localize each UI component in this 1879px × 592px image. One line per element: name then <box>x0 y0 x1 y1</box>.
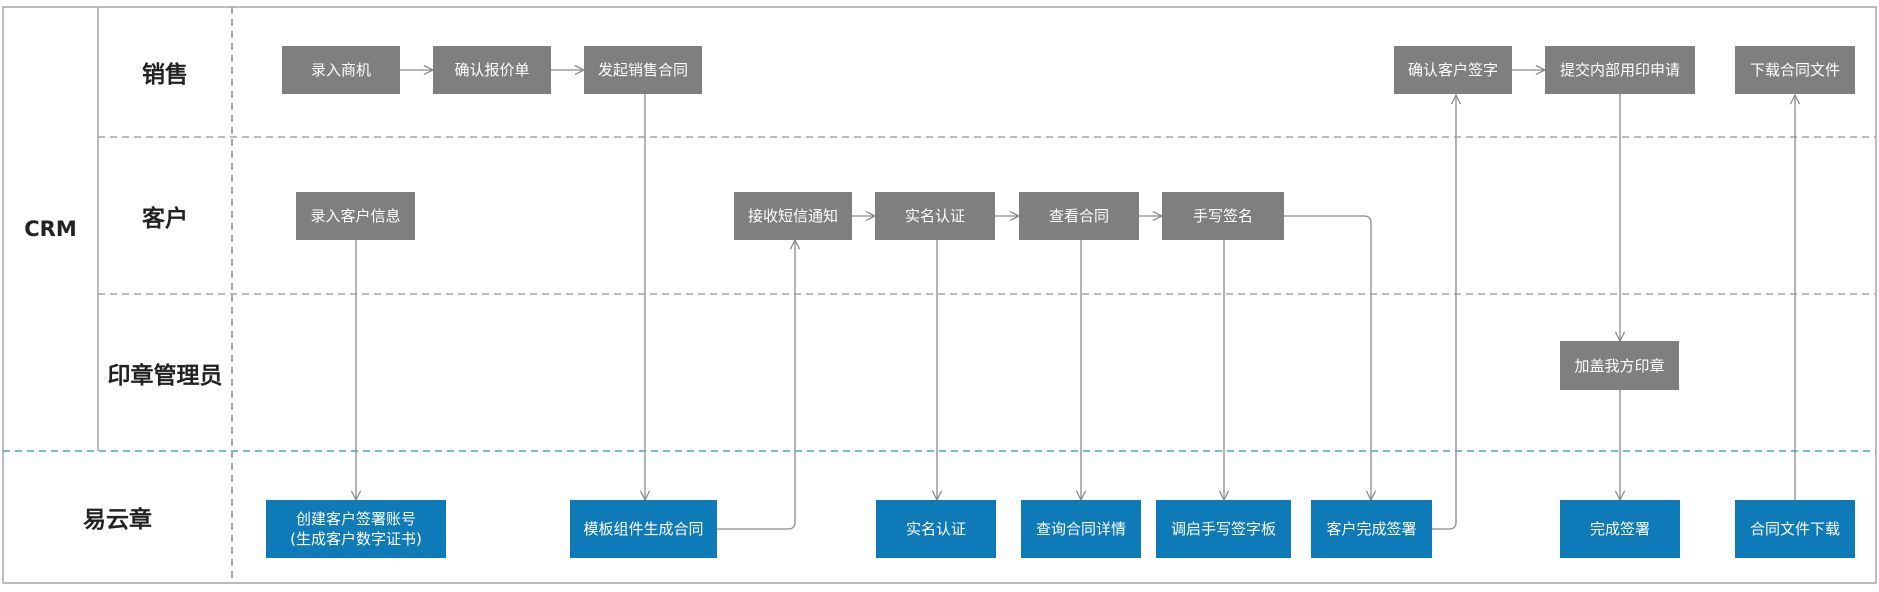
node-create-signing-account-line2: (生成客户数字证书) <box>290 530 422 548</box>
node-query-contract-details[interactable]: 查询合同详情 <box>1021 500 1141 558</box>
node-real-name-verification[interactable]: 实名认证 <box>876 500 996 558</box>
node-confirm-quote[interactable]: 确认报价单 <box>433 46 551 94</box>
node-download-contract-file[interactable]: 下载合同文件 <box>1735 46 1855 94</box>
crm-system-label: CRM <box>24 217 77 241</box>
node-confirm-customer-signature[interactable]: 确认客户签字 <box>1394 46 1512 94</box>
node-apply-company-seal[interactable]: 加盖我方印章 <box>1560 341 1679 390</box>
lane-label-customer: 客户 <box>142 205 188 232</box>
node-initiate-sales-contract[interactable]: 发起销售合同 <box>584 46 702 94</box>
arrow-n18-n4 <box>1432 95 1456 530</box>
lane-label-sales: 销售 <box>142 62 188 88</box>
node-handwritten-signature[interactable]: 手写签名 <box>1162 192 1284 240</box>
node-enter-customer-info[interactable]: 录入客户信息 <box>296 192 415 240</box>
node-template-generate-contract[interactable]: 模板组件生成合同 <box>570 500 717 558</box>
node-receive-sms[interactable]: 接收短信通知 <box>734 192 852 240</box>
lane-label-seal-admin: 印章管理员 <box>107 362 223 389</box>
node-enter-opportunity[interactable]: 录入商机 <box>282 46 400 94</box>
arrow-n14-n8 <box>717 240 795 530</box>
node-view-contract[interactable]: 查看合同 <box>1019 192 1139 240</box>
node-customer-real-name-auth[interactable]: 实名认证 <box>875 192 995 240</box>
node-contract-file-download[interactable]: 合同文件下载 <box>1735 500 1855 558</box>
node-create-signing-account-line1: 创建客户签署账号 <box>295 510 416 528</box>
outer-frame <box>2 6 1877 584</box>
node-complete-signing[interactable]: 完成签署 <box>1560 500 1680 558</box>
node-create-signing-account[interactable]: 创建客户签署账号 (生成客户数字证书) <box>266 500 446 558</box>
node-launch-signature-pad[interactable]: 调启手写签字板 <box>1156 500 1291 558</box>
node-submit-seal-request[interactable]: 提交内部用印申请 <box>1545 46 1695 94</box>
node-customer-completes-signing[interactable]: 客户完成签署 <box>1311 500 1432 558</box>
lane-label-yiyunzhang: 易云章 <box>83 507 152 533</box>
arrow-n11-n18 <box>1284 215 1371 500</box>
